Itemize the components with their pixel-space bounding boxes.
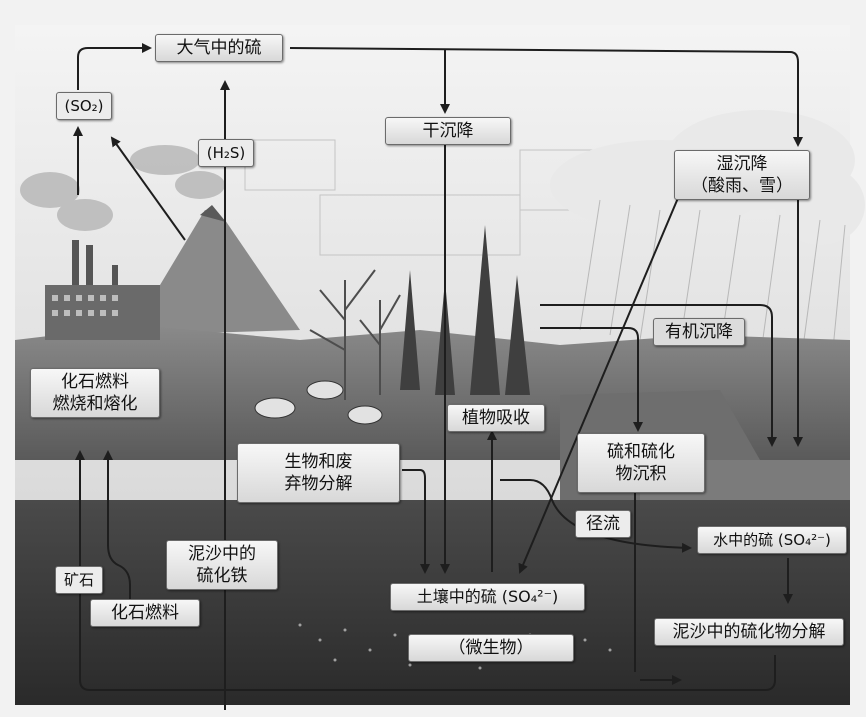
factory-smoke [20, 145, 225, 231]
wet-deposition-text-1: 湿沉降 [716, 154, 768, 174]
h2s-text: (H₂S) [206, 144, 246, 162]
so2-text: (SO₂) [64, 97, 104, 115]
sediment-decomp-text: 泥沙中的硫化物分解 [672, 622, 826, 642]
atmosphere-sulfur-label: 大气中的硫 [155, 34, 283, 62]
soil-sulfur-text: 土壤中的硫 (SO₄²⁻) [416, 587, 559, 606]
sediment-iron-sulfide-label: 泥沙中的 硫化铁 [166, 540, 278, 590]
factory [45, 240, 160, 340]
fossil-fuel-label: 化石燃料 [90, 599, 200, 627]
plant-uptake-text: 植物吸收 [462, 408, 530, 428]
ore-text: 矿石 [63, 571, 94, 589]
dry-deposition-label: 干沉降 [385, 117, 511, 145]
water-sulfur-label: 水中的硫 (SO₄²⁻) [697, 526, 847, 554]
so2-label: (SO₂) [56, 92, 112, 120]
microbes-text: （微生物） [448, 638, 534, 658]
flow-arrows [73, 43, 803, 710]
decomposition-text-2: 弃物分解 [284, 474, 353, 494]
soil-sulfur-label: 土壤中的硫 (SO₄²⁻) [390, 583, 585, 611]
arrow-decomp-to-soil [402, 469, 430, 574]
cattle [254, 380, 383, 425]
decomposition-text-1: 生物和废 [284, 452, 353, 472]
water-sulfur-text: 水中的硫 (SO₄²⁻) [713, 531, 831, 549]
arrow-wet-to-soil [518, 197, 679, 574]
microbes-label: （微生物） [408, 634, 574, 662]
fossil-fuel-text: 化石燃料 [111, 603, 179, 623]
fossil-burning-text-1: 化石燃料 [61, 372, 129, 392]
arrow-so2-to-atmosphere [77, 43, 152, 90]
organic-deposition-label: 有机沉降 [653, 318, 745, 346]
plant-uptake-label: 植物吸收 [447, 404, 545, 432]
sulfide-deposit-text-2: 物沉积 [615, 464, 667, 484]
arrow-atmosphere-to-wet [289, 47, 803, 147]
decomposition-label: 生物和废 弃物分解 [237, 443, 400, 503]
dry-deposition-text: 干沉降 [422, 121, 474, 141]
organic-deposition-text: 有机沉降 [665, 322, 733, 342]
arrow-fossil-to-burning [103, 450, 131, 600]
sulfide-deposit-label: 硫和硫化 物沉积 [577, 433, 705, 493]
fossil-burning-label: 化石燃料 燃烧和熔化 [30, 368, 160, 418]
wet-deposition-text-2: （酸雨、雪） [691, 176, 793, 196]
sediment-iron-text-1: 泥沙中的 [188, 544, 256, 564]
fossil-burning-text-2: 燃烧和熔化 [52, 394, 138, 414]
wet-deposition-label: 湿沉降 （酸雨、雪） [674, 150, 810, 200]
arrow-volcano-to-so2 [110, 136, 186, 241]
arrow-organic-to-sulfide [540, 327, 643, 432]
rain-streaks [579, 199, 846, 381]
sulfide-deposit-text-1: 硫和硫化 [607, 442, 675, 462]
arrow-organic-to-water [540, 304, 777, 447]
runoff-text: 径流 [586, 514, 620, 534]
bare-trees [309, 269, 401, 400]
volcano [130, 210, 300, 335]
h2s-label: (H₂S) [198, 139, 254, 167]
atmosphere-text: 大气中的硫 [176, 38, 262, 58]
sediment-iron-text-2: 硫化铁 [196, 566, 248, 586]
sediment-decomposition-label: 泥沙中的硫化物分解 [654, 618, 844, 646]
ore-label: 矿石 [55, 566, 103, 594]
runoff-label: 径流 [575, 510, 631, 538]
arrow-bottom-loop-to-fossil [75, 450, 776, 691]
